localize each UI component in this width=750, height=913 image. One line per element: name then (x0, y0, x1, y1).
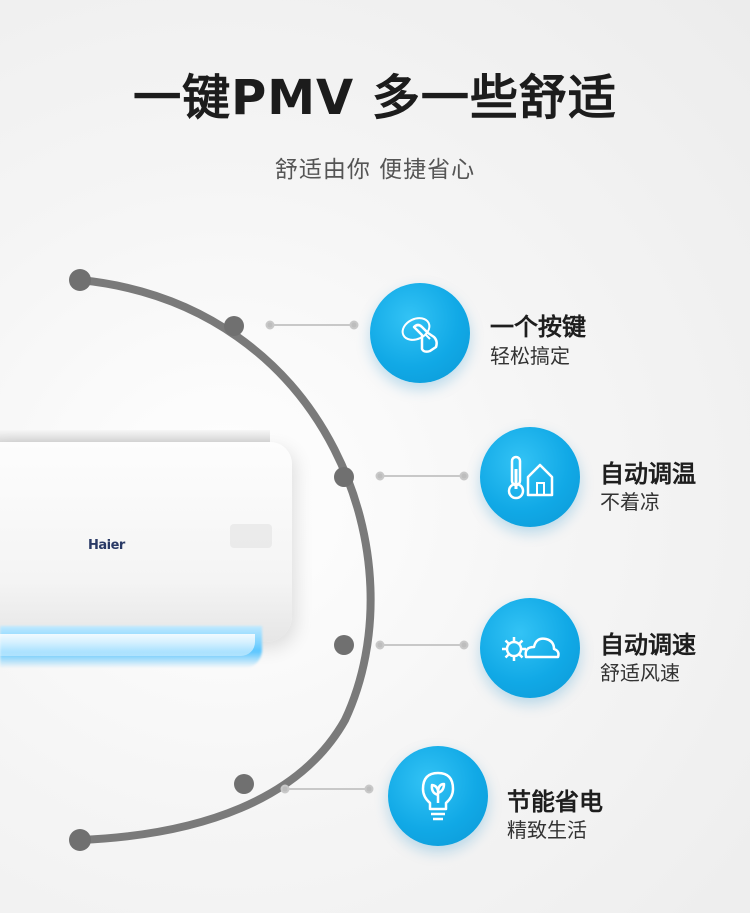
arc-joint-dot-4 (234, 774, 254, 794)
feature-subtitle: 舒适风速 (600, 661, 680, 685)
gear-cloud-icon (480, 598, 580, 698)
connector-dot-2a (375, 471, 385, 481)
connector-dot-3a (375, 640, 385, 650)
thermometer-house-icon (480, 427, 580, 527)
feature-title: 自动调温 (600, 460, 696, 488)
arc-joint-dot-2 (334, 467, 354, 487)
air-conditioner-image: Haier (0, 430, 300, 690)
feature-subtitle: 轻松搞定 (490, 344, 570, 368)
connector-dot-2b (459, 471, 469, 481)
connector-dot-4a (280, 784, 290, 794)
connector-dot-4b (364, 784, 374, 794)
connector-dot-1a (265, 320, 275, 330)
arc-end-dot-top (69, 269, 91, 291)
touch-hand-icon (370, 283, 470, 383)
brand-logo: Haier (88, 538, 125, 553)
lightbulb-leaf-icon (388, 746, 488, 846)
connector-dot-3b (459, 640, 469, 650)
arc-line (76, 276, 375, 844)
feature-title: 节能省电 (507, 788, 603, 816)
arc-joint-dot-3 (334, 635, 354, 655)
ac-louver (0, 634, 255, 656)
arc-joint-dot-1 (224, 316, 244, 336)
ac-body: Haier (0, 442, 292, 642)
arc-end-dot-bottom (69, 829, 91, 851)
feature-title: 自动调速 (600, 631, 696, 659)
connector-dot-1b (349, 320, 359, 330)
feature-title: 一个按键 (490, 313, 586, 341)
ac-display-panel (230, 524, 272, 548)
feature-subtitle: 不着凉 (600, 490, 660, 514)
feature-subtitle: 精致生活 (507, 818, 587, 842)
page-subtitle: 舒适由你 便捷省心 (274, 157, 476, 183)
page-title: 一键PMV 多一些舒适 (133, 70, 617, 126)
